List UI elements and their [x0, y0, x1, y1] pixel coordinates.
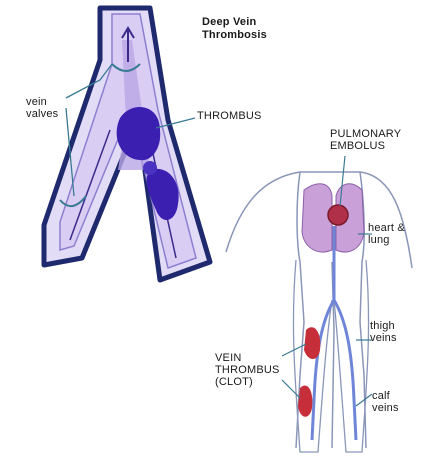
- label-thigh-veins: thigh veins: [370, 320, 397, 344]
- label-thrombus: THROMBUS: [197, 110, 262, 122]
- embolus: [328, 205, 348, 225]
- label-vein-valves: vein valves: [26, 96, 58, 120]
- label-vein-thrombus-clot: VEIN THROMBUS (CLOT): [215, 352, 280, 388]
- diagram-title: Deep Vein Thrombosis: [202, 16, 267, 42]
- label-pulmonary-embolus: PULMONARY EMBOLUS: [330, 128, 401, 152]
- thrombus-fragment: [143, 161, 157, 175]
- label-calf-veins: calf veins: [372, 390, 399, 414]
- leg-clot: [298, 385, 312, 416]
- leg-clot: [304, 327, 320, 359]
- leg-outline: [293, 260, 368, 452]
- label-heart-lung: heart & lung: [368, 222, 405, 246]
